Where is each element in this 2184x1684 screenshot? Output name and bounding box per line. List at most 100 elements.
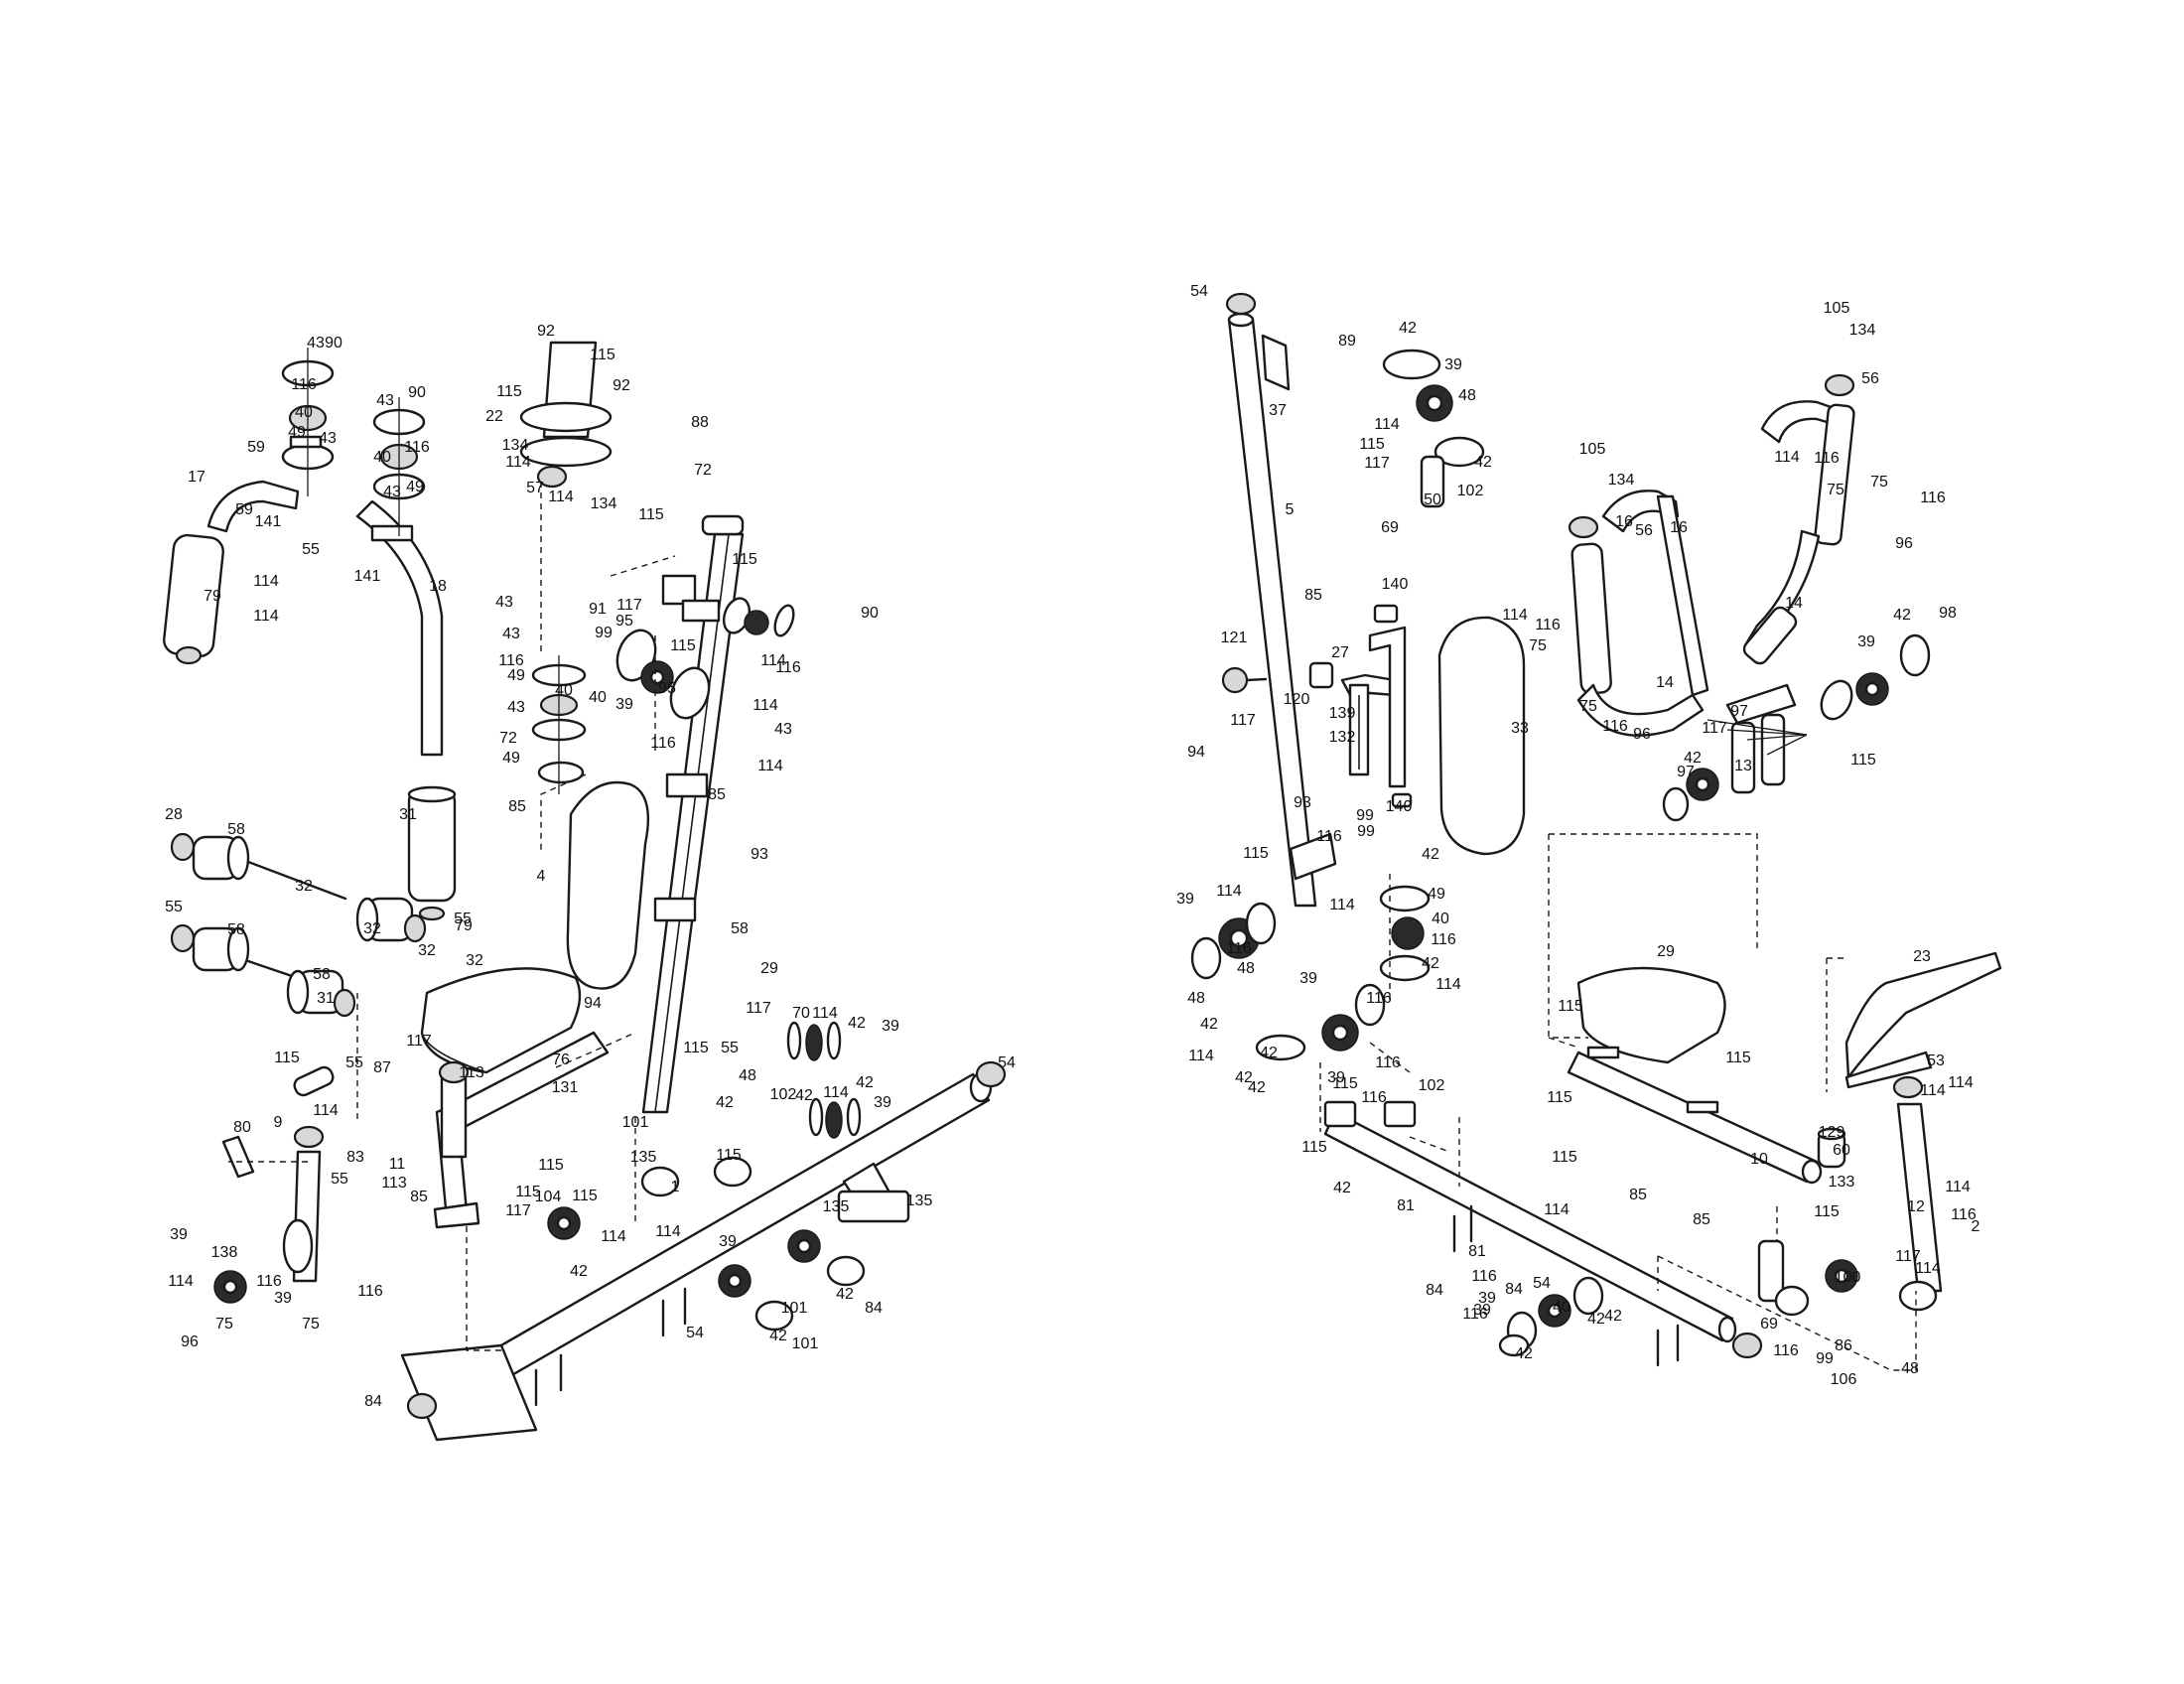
part-callout-left-85: 85 <box>508 798 526 815</box>
part-callout-right-13: 13 <box>1734 758 1752 774</box>
part-callout-right-39: 39 <box>1176 891 1194 908</box>
part-callout-left-115: 115 <box>515 1184 541 1200</box>
part-callout-right-48: 48 <box>1458 387 1476 404</box>
part-callout-right-39: 39 <box>1299 970 1317 987</box>
part-callout-left-39: 39 <box>874 1094 891 1111</box>
part-callout-left-29: 29 <box>760 960 778 977</box>
part-callout-left-40: 40 <box>589 689 607 706</box>
part-callout-left-94: 94 <box>584 995 602 1012</box>
top-pulley-bracket <box>661 574 795 637</box>
part-callout-right-116: 116 <box>1951 1206 1977 1223</box>
part-callout-right-99: 99 <box>1356 807 1374 824</box>
part-callout-right-114: 114 <box>1544 1201 1570 1218</box>
part-callout-right-117: 117 <box>1702 720 1727 737</box>
part-callout-left-116: 116 <box>404 439 430 456</box>
part-callout-left-58: 58 <box>227 821 245 838</box>
press-arm-16-left <box>1570 490 1709 737</box>
part-callout-left-117: 117 <box>746 1000 771 1017</box>
part-callout-right-114: 114 <box>1216 883 1242 900</box>
part-callout-right-39: 39 <box>1444 356 1462 373</box>
part-callout-right-129: 129 <box>1819 1124 1845 1141</box>
part-callout-right-116: 116 <box>1361 1089 1387 1106</box>
roller-60 <box>1817 1127 1846 1169</box>
part-callout-right-105: 105 <box>1824 300 1850 317</box>
part-callout-left-58: 58 <box>313 966 331 983</box>
part-callout-right-84: 84 <box>1426 1282 1443 1299</box>
part-callout-left-18: 18 <box>429 578 447 595</box>
part-callout-right-99: 99 <box>1816 1350 1834 1367</box>
part-callout-left-104: 104 <box>535 1189 562 1205</box>
cap-55-seat-post <box>438 1060 470 1084</box>
part-callout-left-32: 32 <box>363 920 381 937</box>
part-callout-right-42: 42 <box>1893 607 1911 624</box>
part-callout-right-42: 42 <box>1200 1016 1218 1033</box>
part-callout-left-88: 88 <box>691 414 709 431</box>
part-callout-right-116: 116 <box>1431 931 1456 948</box>
part-callout-right-39: 39 <box>1327 1069 1345 1086</box>
side-pulleys-95 <box>615 629 711 720</box>
part-callout-left-141: 141 <box>354 568 381 585</box>
bottom-pulleys <box>213 1156 866 1332</box>
part-callout-left-115: 115 <box>683 1040 709 1056</box>
part-callout-left-42: 42 <box>856 1074 874 1091</box>
part-callout-left-101: 101 <box>622 1114 649 1131</box>
part-callout-right-42: 42 <box>1399 320 1417 337</box>
part-callout-left-58: 58 <box>227 921 245 938</box>
part-callout-right-116: 116 <box>1462 1306 1488 1323</box>
part-callout-left-135: 135 <box>906 1193 933 1209</box>
part-callout-right-42: 42 <box>1515 1345 1533 1362</box>
part-callout-right-114: 114 <box>1188 1048 1214 1064</box>
part-callout-right-115: 115 <box>1725 1050 1751 1066</box>
pulleys-left-middle <box>1190 885 1431 1061</box>
part-callout-left-32: 32 <box>295 878 313 895</box>
part-callout-left-84: 84 <box>865 1300 883 1317</box>
arm-18-curved <box>355 499 457 921</box>
part-callout-left-117: 117 <box>406 1033 432 1050</box>
part-callout-left-90: 90 <box>408 384 426 401</box>
part-callout-left-39: 39 <box>615 696 633 713</box>
part-callout-left-32: 32 <box>418 942 436 959</box>
part-callout-left-114: 114 <box>823 1084 849 1101</box>
part-callout-left-31: 31 <box>317 990 335 1007</box>
left-exploded-diagram <box>163 341 1007 1442</box>
part-callout-left-114: 114 <box>752 697 778 714</box>
part-callout-left-114: 114 <box>168 1273 194 1290</box>
part-callout-right-81: 81 <box>1397 1197 1415 1214</box>
part-callout-right-116: 116 <box>1535 617 1561 633</box>
part-callout-left-76: 76 <box>552 1052 570 1068</box>
front-post-11 <box>282 1125 325 1283</box>
part-callout-left-113: 113 <box>459 1064 484 1081</box>
part-callout-right-10: 10 <box>1750 1151 1768 1168</box>
part-callout-right-54: 54 <box>1533 1275 1551 1292</box>
part-callout-right-133: 133 <box>1829 1174 1855 1191</box>
part-callout-right-42: 42 <box>1684 750 1702 767</box>
part-callout-right-42: 42 <box>1604 1308 1622 1325</box>
part-callout-right-134: 134 <box>1608 472 1635 489</box>
part-callout-right-39: 39 <box>1473 1302 1491 1319</box>
lower-leg-roller-set <box>170 923 356 1018</box>
part-callout-right-116: 116 <box>1366 990 1392 1007</box>
pin-83 <box>221 1135 255 1179</box>
part-callout-left-114: 114 <box>812 1005 838 1022</box>
part-callout-left-115: 115 <box>716 1147 742 1164</box>
part-callout-right-85: 85 <box>1693 1211 1710 1228</box>
part-callout-right-75: 75 <box>1579 698 1597 715</box>
part-callout-right-49: 49 <box>1428 886 1445 903</box>
part-callout-right-98: 98 <box>1939 605 1957 622</box>
end-cap-54-top <box>975 1060 1007 1088</box>
part-callout-right-117: 117 <box>1364 455 1390 472</box>
part-callout-left-115: 115 <box>590 347 615 363</box>
fastener-pointer-lines <box>1706 719 1808 756</box>
part-callout-right-100: 100 <box>1835 1269 1861 1286</box>
end-cap-54-bottom <box>406 1392 438 1420</box>
part-callout-right-116: 116 <box>1471 1268 1497 1285</box>
part-callout-right-29: 29 <box>1657 943 1675 960</box>
part-callout-left-43: 43 <box>507 699 525 716</box>
part-callout-left-141: 141 <box>255 513 282 530</box>
part-callout-left-1: 1 <box>671 1179 680 1195</box>
part-callout-left-39: 39 <box>882 1018 899 1035</box>
part-callout-left-43: 43 <box>319 430 337 447</box>
part-callout-left-42: 42 <box>795 1087 813 1104</box>
